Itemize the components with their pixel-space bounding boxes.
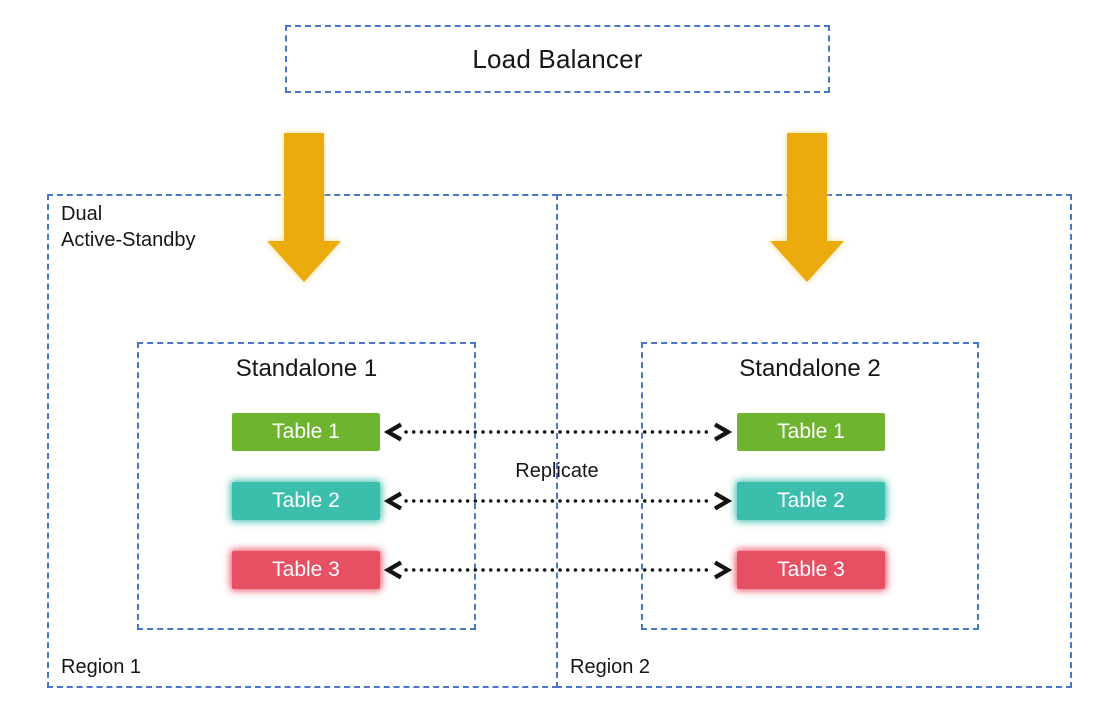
table-1-left: Table 1 (232, 413, 380, 451)
table-3-right-label: Table 3 (777, 558, 845, 581)
table-2-right-label: Table 2 (777, 489, 845, 512)
table-1-left-label: Table 1 (272, 420, 340, 443)
load-balancer-box: Load Balancer (285, 25, 830, 93)
standalone-1-title: Standalone 1 (235, 355, 378, 382)
table-3-right: Table 3 (737, 551, 885, 589)
replicate-label: Replicate (515, 460, 599, 482)
standalone-2-title: Standalone 2 (739, 355, 881, 382)
table-3-left-label: Table 3 (272, 558, 340, 581)
table-2-left-label: Table 2 (272, 489, 340, 512)
standalone-2-box: Standalone 2 (641, 342, 979, 630)
annotation-line-1: Dual (61, 203, 103, 225)
table-2-right: Table 2 (737, 482, 885, 520)
region-2-label: Region 2 (570, 656, 651, 678)
table-2-left: Table 2 (232, 482, 380, 520)
table-1-right-label: Table 1 (777, 420, 845, 443)
annotation-line-2: Active-Standby (61, 229, 196, 251)
table-1-right: Table 1 (737, 413, 885, 451)
table-3-left: Table 3 (232, 551, 380, 589)
region-1-annotation: Dual Active-Standby (61, 201, 196, 253)
region-1-label: Region 1 (61, 656, 142, 678)
load-balancer-label: Load Balancer (472, 43, 643, 74)
standalone-1-box: Standalone 1 (137, 342, 476, 630)
